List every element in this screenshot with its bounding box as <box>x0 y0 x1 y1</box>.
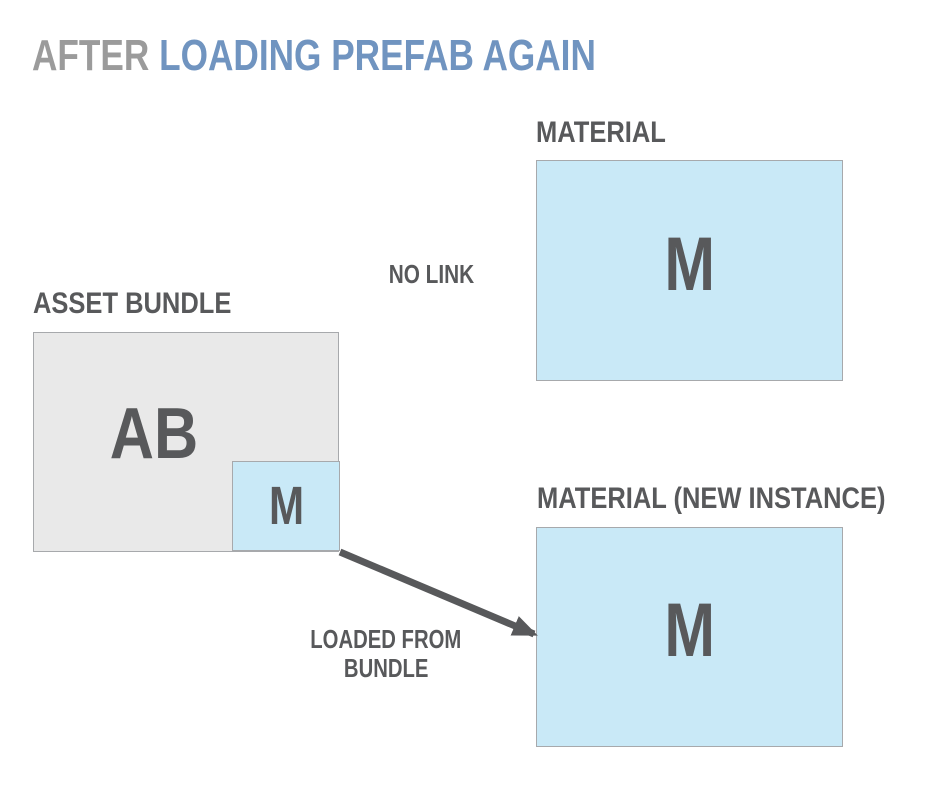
material-top-letter: M <box>664 221 715 307</box>
asset-bundle-letter: AB <box>109 394 199 474</box>
page-title-muted: AFTER <box>32 31 150 80</box>
page-title: AFTER LOADING PREFAB AGAIN <box>32 34 737 78</box>
asset-bundle-label: ASSET BUNDLE <box>33 287 232 320</box>
material-top-box: M <box>536 160 843 381</box>
loaded-from-bundle-label: LOADED FROM BUNDLE <box>310 624 462 683</box>
material-new-letter: M <box>664 588 715 673</box>
asset-bundle-box: AB <box>33 332 339 552</box>
page-title-accent: LOADING PREFAB AGAIN <box>159 31 596 80</box>
material-new-box: M <box>536 527 843 747</box>
material-top-label: MATERIAL <box>536 116 666 149</box>
bundled-material-box: M <box>232 461 340 551</box>
bundled-material-letter: M <box>268 476 304 536</box>
material-new-label: MATERIAL (NEW INSTANCE) <box>537 482 886 515</box>
no-link-label: NO LINK <box>388 259 474 289</box>
